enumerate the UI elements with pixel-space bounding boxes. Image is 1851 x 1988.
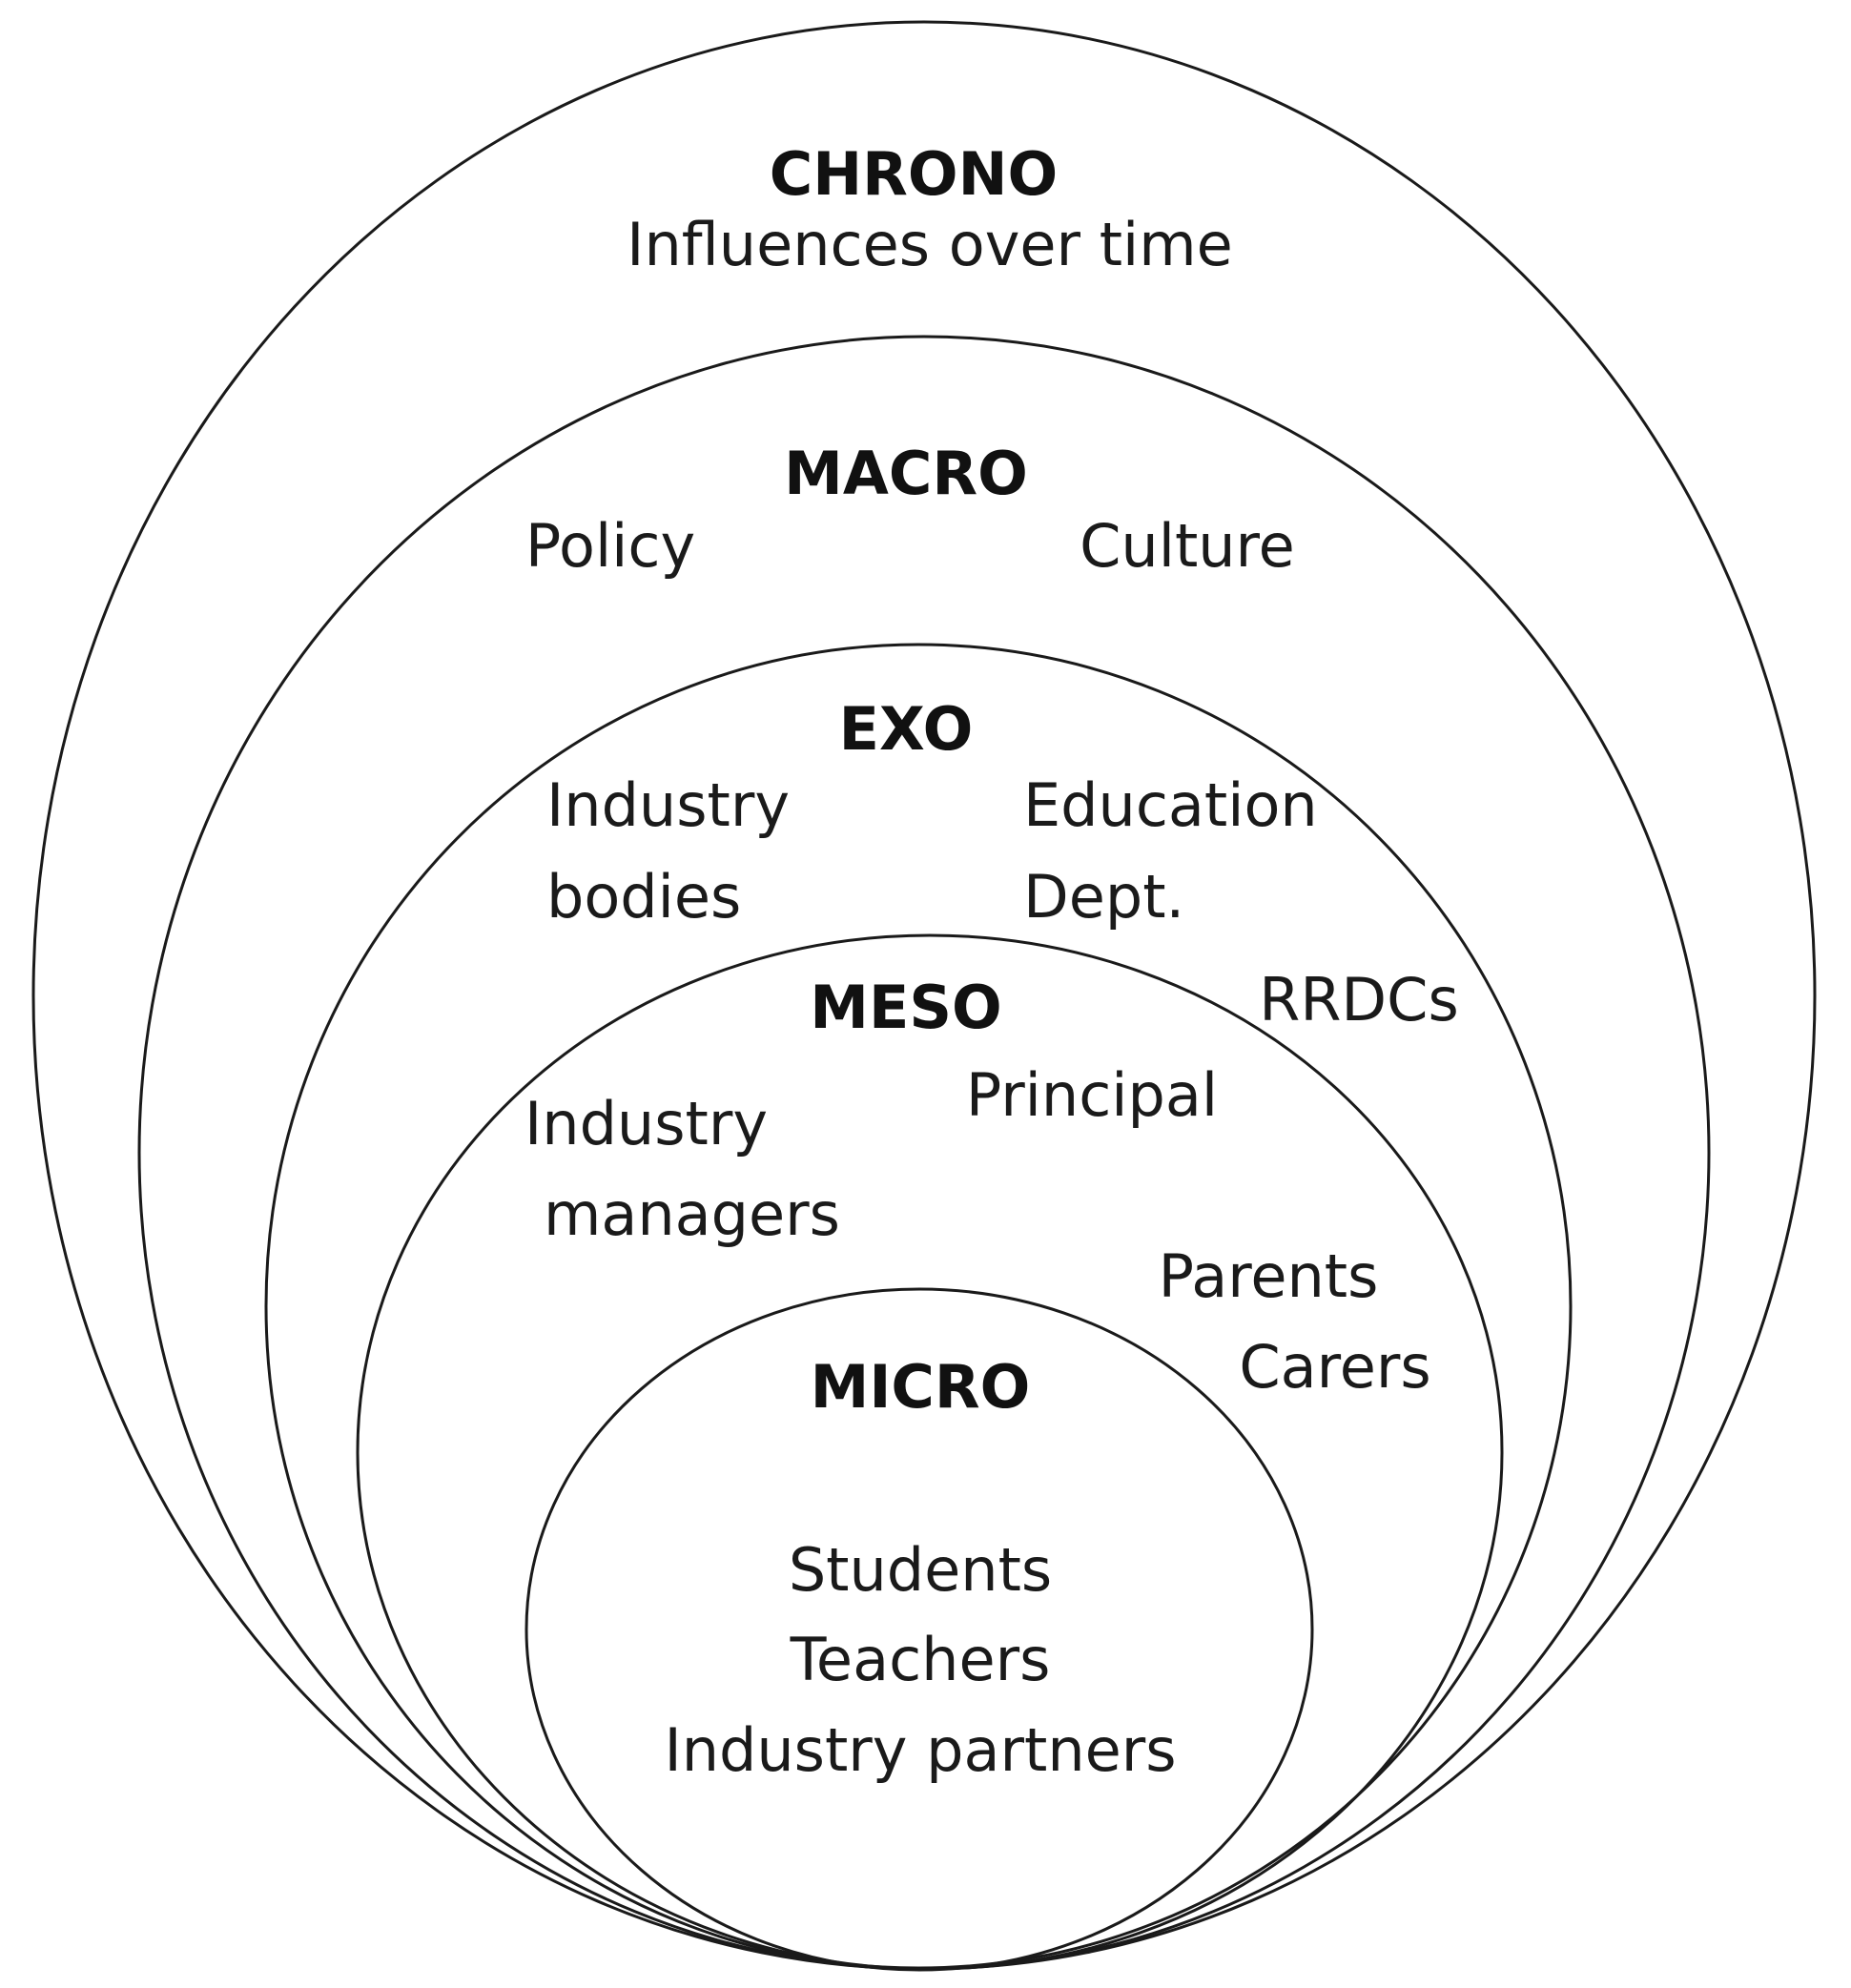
macro-item-policy: Policy <box>525 511 695 581</box>
micro-title: MICRO <box>811 1352 1031 1422</box>
exo-item-education: Education <box>1023 770 1318 840</box>
chrono-item-influences: Influences over time <box>627 210 1233 279</box>
micro-item-teachers: Teachers <box>790 1625 1051 1694</box>
meso-item-industry: Industry <box>524 1089 768 1158</box>
exo-item-bodies: bodies <box>546 862 741 932</box>
micro-ring <box>524 1287 1314 1972</box>
meso-item-managers: managers <box>544 1179 840 1249</box>
meso-item-parents: Parents <box>1159 1241 1379 1311</box>
macro-item-culture: Culture <box>1080 511 1295 581</box>
micro-item-students: Students <box>789 1535 1052 1605</box>
macro-title: MACRO <box>784 439 1028 508</box>
meso-item-principal: Principal <box>966 1060 1218 1130</box>
meso-title: MESO <box>810 973 1001 1042</box>
meso-item-carers: Carers <box>1239 1332 1430 1402</box>
exo-item-rrdcs: RRDCs <box>1259 965 1459 1035</box>
micro-item-industry-partners: Industry partners <box>664 1715 1176 1785</box>
exo-title: EXO <box>839 694 974 764</box>
exo-item-dept: Dept. <box>1023 862 1184 932</box>
exo-item-industry: Industry <box>546 770 790 840</box>
chrono-title: CHRONO <box>770 139 1058 209</box>
